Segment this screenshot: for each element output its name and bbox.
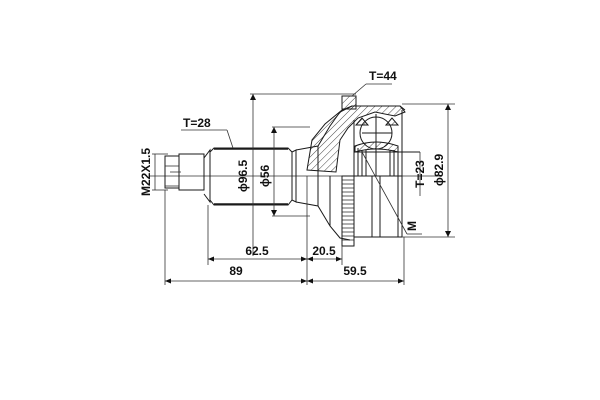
svg-text:M: M bbox=[405, 221, 419, 231]
label-m-marker: M bbox=[361, 151, 422, 235]
dim-thread-m22: M22X1.5 bbox=[139, 148, 168, 196]
tooth-key-hatch bbox=[341, 95, 357, 110]
svg-text:ϕ82.9: ϕ82.9 bbox=[432, 154, 446, 187]
dim-phi-82-9: ϕ82.9 bbox=[432, 104, 451, 237]
svg-text:20.5: 20.5 bbox=[312, 244, 336, 258]
svg-text:T=23: T=23 bbox=[413, 160, 427, 188]
dim-20-5: 20.5 bbox=[307, 244, 342, 262]
dim-59-5: 59.5 bbox=[307, 264, 404, 284]
dim-89: 89 bbox=[165, 264, 307, 284]
label-t23: T=23 bbox=[413, 152, 427, 196]
svg-text:ϕ96.5: ϕ96.5 bbox=[236, 160, 250, 193]
svg-text:ϕ56: ϕ56 bbox=[258, 165, 272, 188]
ball-cage bbox=[354, 114, 420, 176]
svg-text:T=44: T=44 bbox=[369, 69, 397, 83]
svg-text:T=28: T=28 bbox=[183, 116, 211, 130]
dim-phi-56: ϕ56 bbox=[258, 127, 277, 216]
dim-phi-96-5: ϕ96.5 bbox=[236, 94, 256, 256]
bell-housing bbox=[353, 110, 403, 238]
threaded-end bbox=[164, 148, 211, 204]
svg-text:89: 89 bbox=[229, 264, 243, 278]
svg-text:59.5: 59.5 bbox=[343, 264, 367, 278]
label-t44: T=44 bbox=[351, 69, 397, 97]
abs-ring bbox=[341, 175, 355, 247]
svg-text:62.5: 62.5 bbox=[245, 244, 269, 258]
svg-text:M22X1.5: M22X1.5 bbox=[139, 148, 153, 196]
dim-62-5: 62.5 bbox=[208, 244, 307, 262]
bell-section-hatch bbox=[306, 105, 406, 173]
spline-shaft bbox=[209, 147, 297, 206]
label-t28: T=28 bbox=[181, 116, 234, 149]
